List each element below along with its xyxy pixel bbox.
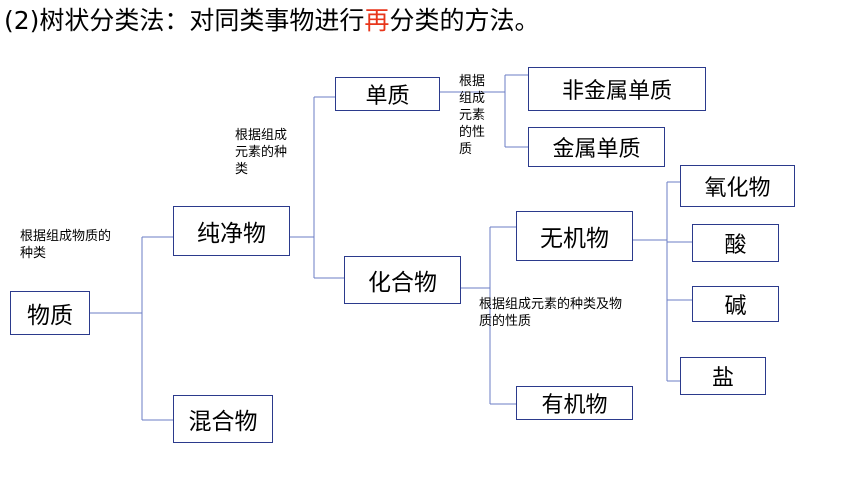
node-pure-substance: 纯净物 bbox=[173, 206, 290, 256]
node-nonmetal-element: 非金属单质 bbox=[528, 67, 706, 111]
criterion-by-element-kind: 根据组成 元素的种 类 bbox=[235, 128, 288, 177]
node-metal-element: 金属单质 bbox=[528, 127, 665, 167]
title-prefix: (2)树状分类法：对同类事物进行 bbox=[4, 6, 365, 35]
node-compound: 化合物 bbox=[344, 256, 461, 304]
node-element: 单质 bbox=[335, 77, 440, 111]
node-acid: 酸 bbox=[692, 224, 779, 262]
criterion-by-kind-and-property: 根据组成元素的种类及物 质的性质 bbox=[479, 297, 623, 329]
node-inorganic: 无机物 bbox=[516, 211, 633, 261]
title-suffix: 分类的方法。 bbox=[389, 6, 540, 35]
node-oxide: 氧化物 bbox=[680, 165, 795, 207]
node-organic: 有机物 bbox=[516, 386, 633, 420]
node-salt: 盐 bbox=[680, 357, 766, 395]
node-base: 碱 bbox=[692, 286, 779, 322]
node-mixture: 混合物 bbox=[173, 395, 273, 443]
title-highlight: 再 bbox=[364, 6, 390, 35]
criterion-by-composition: 根据组成物质的 种类 bbox=[20, 229, 112, 261]
criterion-by-element-property: 根据 组成 元素 的性 质 bbox=[459, 74, 486, 157]
node-substance: 物质 bbox=[10, 291, 90, 335]
page-title: (2)树状分类法：对同类事物进行再分类的方法。 bbox=[4, 4, 539, 38]
